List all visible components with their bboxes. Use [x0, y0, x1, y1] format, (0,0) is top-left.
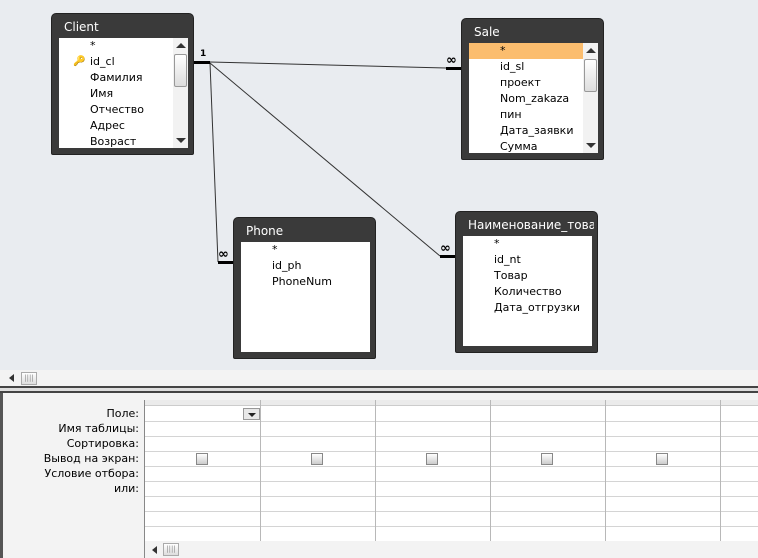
row-label-show: Вывод на экран:	[43, 452, 139, 465]
query-design-grid[interactable]: ||||	[144, 400, 758, 558]
table-title[interactable]: Client	[64, 20, 99, 34]
field-item[interactable]: id_nt	[494, 253, 521, 266]
field-list: * id_nt Товар Количество Дата_отгрузки	[463, 236, 592, 346]
field-item[interactable]: Имя	[90, 87, 114, 100]
scroll-thumb[interactable]: ||||	[21, 372, 37, 385]
field-item[interactable]: Товар	[494, 269, 528, 282]
table-title[interactable]: Sale	[474, 25, 500, 39]
row-label-field: Поле:	[106, 407, 139, 420]
field-item[interactable]: Дата_заявки	[500, 124, 574, 137]
field-list: * 🔑 id_cl Фамилия Имя Отчество Адрес Возр…	[59, 38, 188, 148]
field-item[interactable]: *	[272, 243, 278, 256]
vertical-scrollbar[interactable]	[173, 38, 188, 148]
scroll-left-icon[interactable]	[9, 374, 14, 382]
many-label: ∞	[218, 247, 229, 262]
field-item[interactable]: Адрес	[90, 119, 125, 132]
table-naimenovanie-tovara[interactable]: Наименование_това... * id_nt Товар Колич…	[455, 211, 598, 353]
table-title[interactable]: Phone	[246, 224, 284, 238]
relationship-client-sale[interactable]	[209, 61, 447, 69]
scroll-up-icon[interactable]	[586, 48, 596, 53]
table-diagram-pane: 1 ∞ ∞ ∞ Client * 🔑 id_cl Фамилия Имя Отче…	[51, 13, 604, 359]
diagram-horizontal-scrollbar[interactable]: ||||	[0, 370, 758, 386]
relationship-client-naim[interactable]	[209, 62, 441, 257]
field-item[interactable]: проект	[500, 76, 541, 89]
scroll-down-icon[interactable]	[586, 143, 596, 148]
field-item[interactable]: 🔑 id_cl	[59, 54, 188, 70]
scroll-down-icon[interactable]	[176, 138, 186, 143]
scroll-up-icon[interactable]	[176, 43, 186, 48]
show-checkbox[interactable]	[541, 453, 553, 465]
field-label: id_cl	[90, 55, 115, 68]
scroll-thumb[interactable]: ||||	[163, 543, 179, 556]
field-dropdown-button[interactable]	[243, 408, 260, 420]
row-label-table: Имя таблицы:	[58, 422, 139, 435]
show-checkbox[interactable]	[311, 453, 323, 465]
field-item[interactable]: пин	[500, 108, 522, 121]
scroll-left-icon[interactable]	[152, 546, 157, 554]
table-phone[interactable]: Phone * id_ph PhoneNum	[233, 217, 376, 359]
many-label: ∞	[446, 53, 457, 68]
table-sale[interactable]: Sale * id_sl проект Nom_zakaza пин Дата_…	[461, 18, 604, 160]
many-label: ∞	[440, 241, 451, 256]
grid-horizontal-scrollbar[interactable]: ||||	[145, 541, 758, 558]
field-item[interactable]: Дата_отгрузки	[494, 301, 581, 314]
field-item[interactable]: Отчество	[90, 103, 145, 116]
table-client[interactable]: Client * 🔑 id_cl Фамилия Имя Отчество Адр…	[51, 13, 194, 155]
pane-splitter[interactable]	[0, 386, 758, 393]
scroll-thumb[interactable]	[584, 59, 597, 92]
field-item[interactable]: id_ph	[272, 259, 302, 272]
field-item[interactable]: Количество	[494, 285, 562, 298]
one-label: 1	[200, 49, 207, 59]
scroll-thumb[interactable]	[174, 54, 187, 87]
column-selectors[interactable]	[145, 400, 758, 406]
show-checkbox[interactable]	[656, 453, 668, 465]
field-list: * id_ph PhoneNum	[241, 242, 370, 352]
primary-key-icon: 🔑	[73, 56, 86, 67]
query-grid-pane: Поле: Имя таблицы: Сортировка: Вывод на …	[0, 393, 758, 558]
row-label-sort: Сортировка:	[66, 437, 139, 450]
table-title[interactable]: Наименование_това...	[468, 218, 594, 232]
field-item[interactable]: Фамилия	[90, 71, 143, 84]
row-label-criteria: Условие отбора:	[44, 467, 140, 480]
field-item[interactable]: *	[90, 39, 96, 52]
relationship-lines	[194, 61, 461, 264]
show-checkbox[interactable]	[196, 453, 208, 465]
field-item[interactable]: id_sl	[500, 60, 525, 73]
show-checkbox[interactable]	[426, 453, 438, 465]
field-item[interactable]: PhoneNum	[272, 275, 332, 288]
field-item-selected[interactable]: *	[469, 43, 598, 59]
row-label-or: или:	[113, 482, 139, 495]
row-labels: Поле: Имя таблицы: Сортировка: Вывод на …	[3, 406, 139, 496]
field-item[interactable]: Возраст	[90, 135, 137, 148]
field-list: * id_sl проект Nom_zakaza пин Дата_заявк…	[469, 43, 598, 153]
field-item[interactable]: Сумма	[500, 140, 538, 153]
relationship-client-phone[interactable]	[209, 62, 219, 263]
vertical-scrollbar[interactable]	[583, 43, 598, 153]
field-item[interactable]: *	[494, 237, 500, 250]
field-item[interactable]: Nom_zakaza	[500, 92, 570, 105]
